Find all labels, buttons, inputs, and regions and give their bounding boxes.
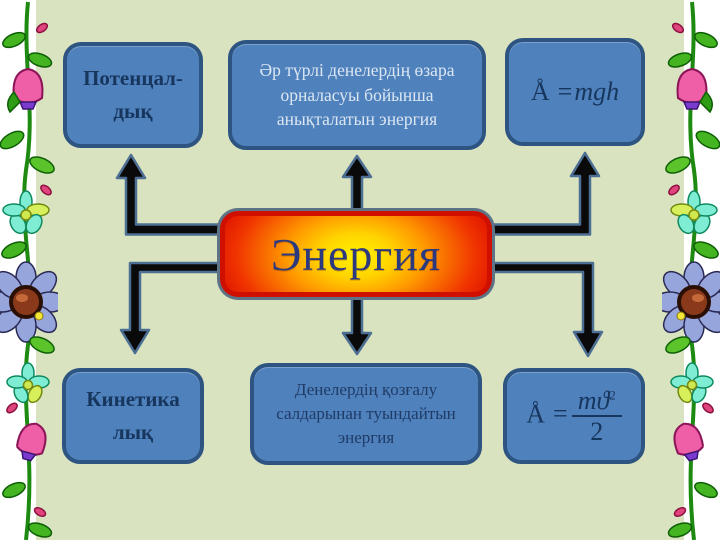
numerator-base: mϑ — [577, 385, 610, 415]
energy-title: Энергия — [270, 228, 442, 280]
formula-lhs: Å — [526, 398, 546, 428]
formula-rhs: mgh — [574, 77, 620, 106]
arrow-up-icon — [341, 154, 373, 217]
potential-formula-box: Å=mgh — [505, 38, 645, 146]
arrow-elbow-right-up-icon — [480, 151, 601, 236]
formula-lhs: Å — [530, 77, 550, 106]
potential-label: Потенцал- дық — [83, 66, 183, 123]
numerator-exponent: 2 — [609, 387, 616, 403]
arrow-down-icon — [341, 293, 373, 356]
kinetic-label: Кинетика лық — [86, 387, 180, 444]
fraction-denominator: 2 — [590, 417, 604, 446]
flower-garland-icon — [662, 0, 720, 540]
potential-definition-text: Әр түрлі денелердің өзара орналасуы бойы… — [259, 60, 455, 130]
equals-sign: = — [553, 398, 568, 428]
kinetic-definition-box: Денелердің қозғалу салдарынан туындайтын… — [250, 363, 482, 465]
arrow-elbow-left-up-icon — [115, 153, 234, 236]
energy-center-gradient: Энергия — [225, 216, 487, 292]
fraction-numerator: mϑ2 — [571, 385, 622, 417]
potential-definition-box: Әр түрлі денелердің өзара орналасуы бойы… — [228, 40, 486, 150]
energy-center-box: Энергия — [220, 211, 492, 297]
equals-sign: = — [557, 77, 573, 106]
potential-label-box: Потенцал- дық — [63, 42, 203, 148]
flower-garland-icon — [0, 0, 58, 540]
potential-formula: Å=mgh — [531, 77, 619, 107]
arrow-elbow-right-down-icon — [480, 261, 604, 358]
kinetic-label-box: Кинетика лық — [62, 368, 204, 464]
kinetic-definition-text: Денелердің қозғалу салдарынан туындайтын… — [276, 380, 456, 447]
arrow-elbow-left-down-icon — [119, 261, 234, 355]
